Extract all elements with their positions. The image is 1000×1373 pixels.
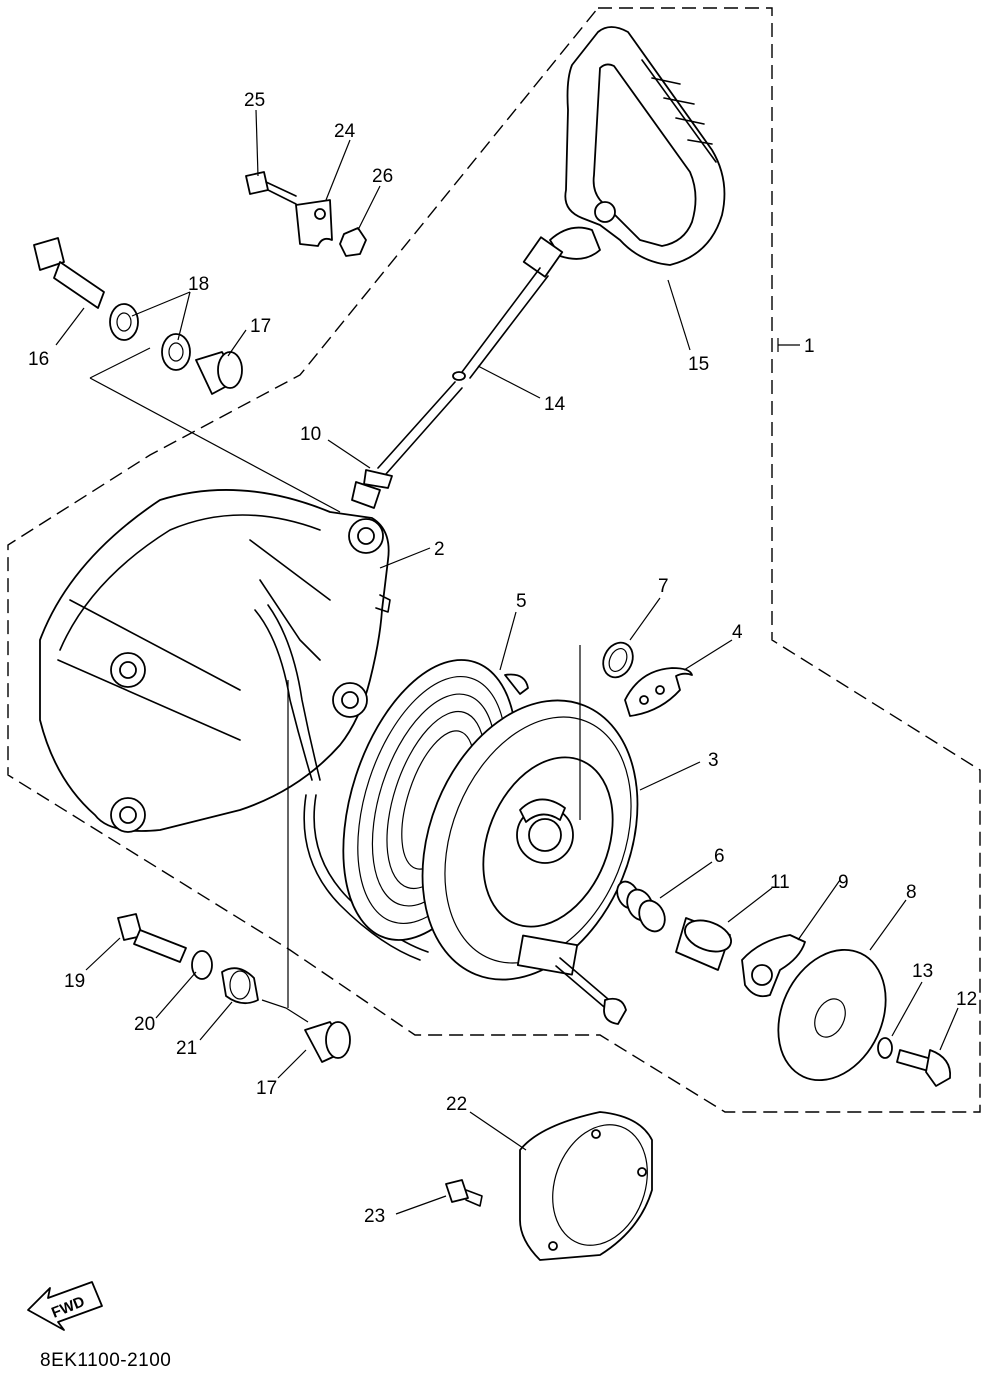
bolt-19 [117,913,187,963]
callout-24: 24 [334,121,356,142]
callout-26: 26 [372,166,393,187]
collar [675,917,732,971]
callout-labels: 1 2 3 4 5 6 7 8 9 10 11 12 13 14 15 16 1… [28,90,977,1227]
starter-case [39,489,391,833]
bolt-25 [245,171,297,205]
callout-14: 14 [544,394,566,415]
assembly-boundary [7,7,981,1113]
callout-25: 25 [244,90,265,111]
drive-plate [777,948,887,1082]
bolt-16 [33,237,105,309]
rope-guide [351,469,393,509]
callout-20: 20 [134,1014,155,1035]
ratchet-spring [602,641,634,679]
nut-26 [339,227,367,257]
washer-20 [191,950,213,980]
callout-23: 23 [364,1206,385,1227]
friction-plate [741,934,806,998]
washers-18 [109,303,191,371]
callout-21: 21 [176,1038,197,1059]
callout-17-upper: 17 [250,316,271,337]
fwd-arrow-icon: FWD [27,1281,103,1331]
callout-22: 22 [446,1094,467,1115]
rope-channel [303,794,421,961]
callout-11: 11 [770,872,790,893]
bushing-21 [221,967,259,1005]
callout-7: 7 [658,576,669,597]
callout-15: 15 [688,354,709,375]
collar-17-upper [195,351,243,395]
starter-rope [377,267,549,475]
callout-6: 6 [714,846,725,867]
rope-end [555,957,627,1025]
drawing-code: 8EK1100-2100 [40,1350,171,1371]
callout-13: 13 [912,961,933,982]
callout-9: 9 [838,872,849,893]
pulley-cover-22 [519,1111,653,1261]
callout-8: 8 [906,882,917,903]
bolt-12 [896,1049,952,1087]
callout-5: 5 [516,591,527,612]
callout-12: 12 [956,989,977,1010]
callout-2: 2 [434,539,445,560]
callout-1: 1 [804,336,815,357]
callout-19: 19 [64,971,85,992]
callout-16: 16 [28,349,49,370]
compression-spring [616,880,666,933]
starter-handle [522,26,726,278]
callout-4: 4 [732,622,743,643]
bolt-23 [445,1179,483,1207]
callout-17-lower: 17 [256,1078,277,1099]
callout-leaders [55,109,959,1215]
ratchet-pawl [624,667,693,717]
bracket-24 [295,199,333,247]
callout-10: 10 [300,424,321,445]
callout-18: 18 [188,274,209,295]
callout-3: 3 [708,750,719,771]
washer-13 [877,1037,893,1059]
collar-17-lower [304,1021,351,1063]
